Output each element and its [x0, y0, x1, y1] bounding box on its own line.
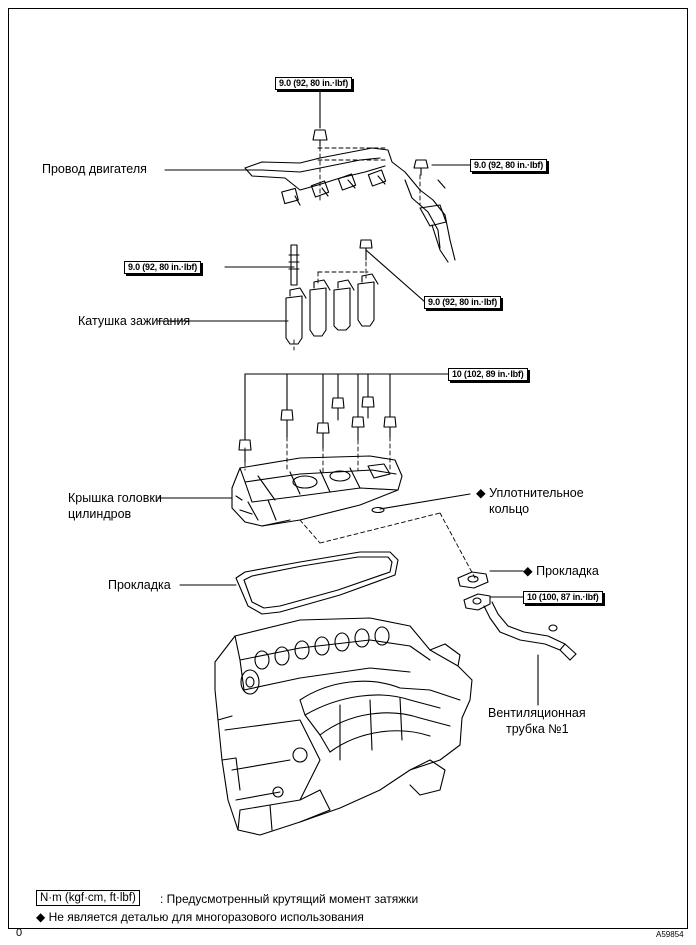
legend-non-reusable: ◆ Не является деталью для многоразового …	[36, 910, 364, 924]
cover-bolts	[238, 396, 397, 463]
head-cover-gasket	[235, 551, 399, 615]
ignition-coils	[285, 239, 379, 345]
label-ignition-coil: Катушка зажигания	[78, 314, 191, 328]
label-gasket-left: Прокладка	[108, 578, 171, 592]
label-gasket-right: ◆ Прокладка	[523, 564, 599, 578]
figure-code: A59854	[656, 930, 684, 939]
torque-spec-cover-bolts: 10 (102, 89 in.·lbf)	[448, 368, 528, 381]
label-engine-wire: Провод двигателя	[42, 162, 147, 176]
torque-spec-stud-bolt: 9.0 (92, 80 in.·lbf)	[124, 261, 202, 274]
diagram-frame	[8, 8, 688, 929]
engine-wire-harness	[244, 129, 456, 263]
torque-spec-vent-tube: 10 (100, 87 in.·lbf)	[523, 591, 603, 604]
cylinder-head-cover	[231, 455, 403, 527]
label-o-ring-line1: ◆ Уплотнительное	[476, 486, 584, 500]
engine-block	[214, 617, 473, 836]
label-o-ring-line2: кольцо	[489, 502, 530, 516]
legend-unit-box: N·m (kgf·cm, ft·lbf)	[36, 890, 140, 906]
label-head-cover-line1: Крышка головки	[68, 491, 162, 505]
label-vent-tube-line2: трубка №1	[506, 722, 569, 736]
label-head-cover-line2: цилиндров	[68, 507, 132, 521]
torque-spec-coil-bolt: 9.0 (92, 80 in.·lbf)	[424, 296, 502, 309]
leader-lines	[156, 87, 539, 706]
ventilation-tube	[457, 571, 577, 661]
page-mark: 0	[16, 927, 23, 939]
torque-spec-top-bolt: 9.0 (92, 80 in.·lbf)	[275, 77, 353, 90]
legend-unit-description: : Предусмотренный крутящий момент затяжк…	[160, 892, 419, 906]
label-vent-tube-line1: Вентиляционная	[488, 706, 586, 720]
torque-spec-harness-bolt: 9.0 (92, 80 in.·lbf)	[470, 159, 548, 172]
